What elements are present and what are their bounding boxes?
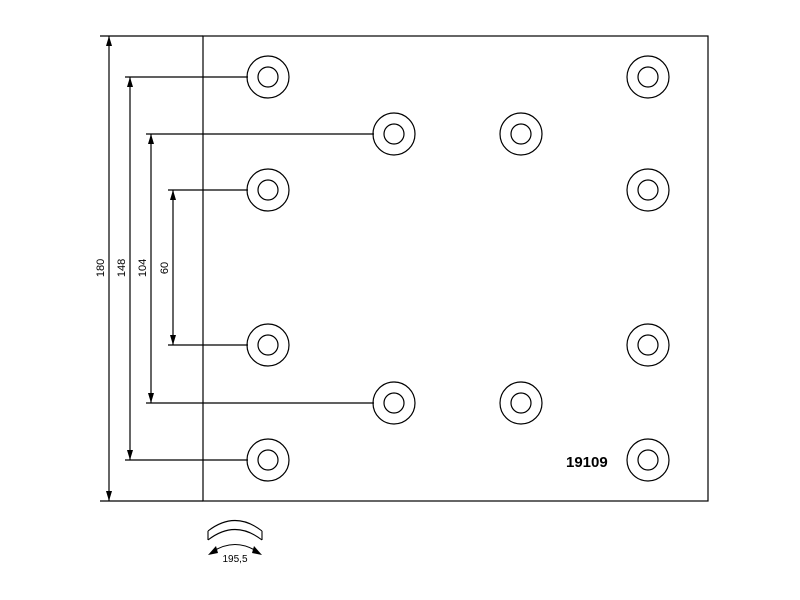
- dimension-label-148: 148: [116, 259, 128, 277]
- rivet-hole: [626, 438, 670, 482]
- rivet-hole: [372, 112, 416, 156]
- part-number: 19109: [566, 454, 608, 471]
- arrow-148-top: [127, 77, 133, 87]
- rivet-hole: [626, 323, 670, 367]
- lining-outline: [202, 35, 709, 502]
- arrow-148-bottom: [127, 450, 133, 460]
- rivet-hole: [246, 55, 290, 99]
- arrow-180-bottom: [106, 491, 112, 501]
- rivet-hole: [626, 168, 670, 212]
- arrow-104-top: [148, 134, 154, 144]
- rivet-hole: [499, 381, 543, 425]
- rivet-hole: [246, 323, 290, 367]
- rivet-hole: [246, 438, 290, 482]
- dimension-label-60: 60: [159, 262, 171, 274]
- arrow-60-bottom: [170, 335, 176, 345]
- arc-length-label: 195,5: [222, 554, 247, 565]
- arrow-180-top: [106, 36, 112, 46]
- arc-arrowheads: [208, 546, 262, 555]
- rivet-hole: [499, 112, 543, 156]
- rivet-hole: [246, 168, 290, 212]
- rivet-hole: [372, 381, 416, 425]
- arrow-60-top: [170, 190, 176, 200]
- dimension-label-104: 104: [137, 259, 149, 277]
- arrow-104-bottom: [148, 393, 154, 403]
- dimension-label-180: 180: [95, 259, 107, 277]
- rivet-hole: [626, 55, 670, 99]
